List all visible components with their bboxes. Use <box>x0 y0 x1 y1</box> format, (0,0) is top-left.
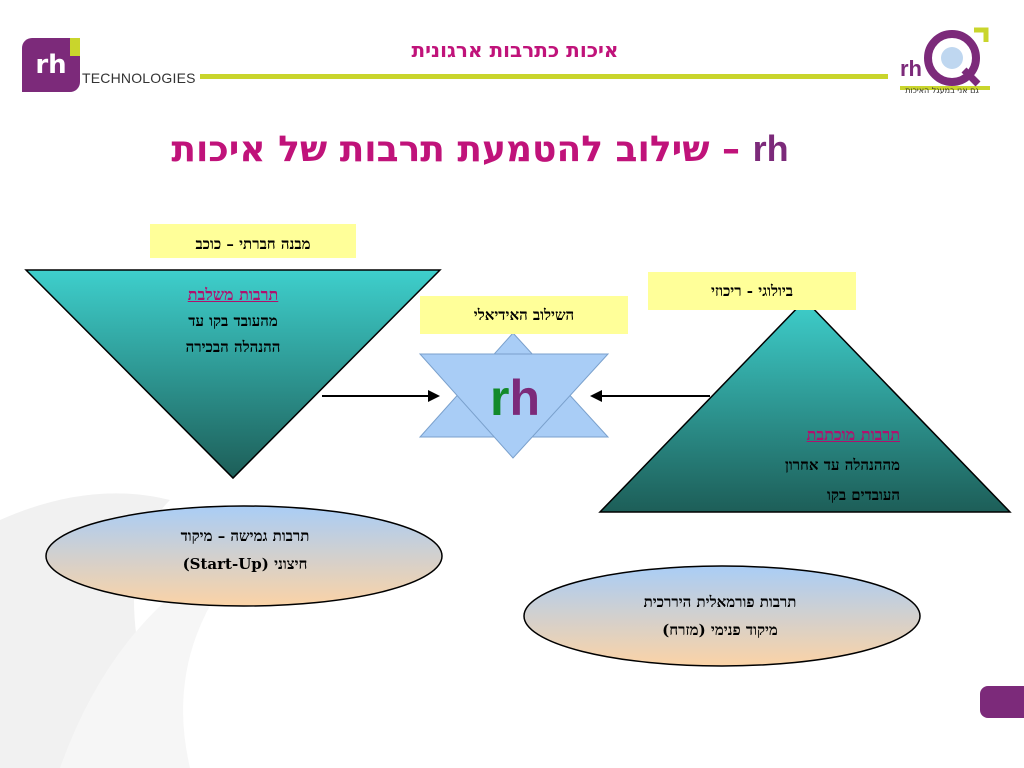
right-label: ביולוגי - ריכוזי <box>648 272 856 310</box>
logo-left: rh <box>22 38 80 92</box>
header-title: איכות כתרבות ארגונית <box>411 38 619 62</box>
left-line2: ההנהלה הבכירה <box>185 338 281 356</box>
left-ellipse-line1: תרבות גמישה – מיקוד <box>180 527 310 545</box>
right-ellipse-text: תרבות פורמאלית היררכית מיקוד פנימי (מזרח… <box>560 588 880 644</box>
title-brand: rh <box>752 128 789 169</box>
right-line2: העובדים בקו <box>826 486 900 504</box>
header-bar-left <box>200 74 888 79</box>
star-letter-h: h <box>509 370 540 426</box>
left-triangle <box>24 269 442 480</box>
right-triangle <box>598 298 1012 513</box>
logo-left-tech: TECHNOLOGIES <box>82 70 196 86</box>
header-bar-right <box>900 86 990 90</box>
star-triangle-down <box>418 353 610 459</box>
page-title: rh – שילוב להטמעת תרבות של איכות <box>100 128 860 170</box>
left-ellipse-line2: חיצוני (Start-Up) <box>182 555 308 573</box>
logo-right-tagline: גם אני במעגל האיכות <box>905 86 979 95</box>
left-label: מבנה חברתי – כוכב <box>150 224 356 258</box>
right-line1: מההנהלה עד אחרון <box>785 456 900 474</box>
left-triangle-text: תרבות משלבת מהעובד בקו עד ההנהלה הבכירה <box>120 282 346 360</box>
right-ellipse-line1: תרבות פורמאלית היררכית <box>643 593 797 611</box>
right-ellipse <box>523 565 921 667</box>
center-label: השילוב האידיאלי <box>420 296 628 334</box>
left-line1: מהעובד בקו עד <box>188 312 278 330</box>
logo-right <box>924 27 989 87</box>
logo-left-accent <box>70 38 80 56</box>
logo-right-text: rh <box>900 56 922 81</box>
star-letter-r: r <box>489 370 510 426</box>
star-letters: rh <box>470 368 560 428</box>
left-ellipse-text: תרבות גמישה – מיקוד חיצוני (Start-Up) <box>80 522 410 578</box>
title-rest: – שילוב להטמעת תרבות של איכות <box>171 129 741 170</box>
left-ellipse <box>45 505 443 607</box>
right-heading: תרבות מוכתבת <box>806 425 900 444</box>
right-ellipse-line2: מיקוד פנימי (מזרח) <box>662 621 778 639</box>
right-triangle-text: תרבות מוכתבת מההנהלה עד אחרון העובדים בק… <box>700 420 900 510</box>
left-heading: תרבות משלבת <box>187 285 279 304</box>
